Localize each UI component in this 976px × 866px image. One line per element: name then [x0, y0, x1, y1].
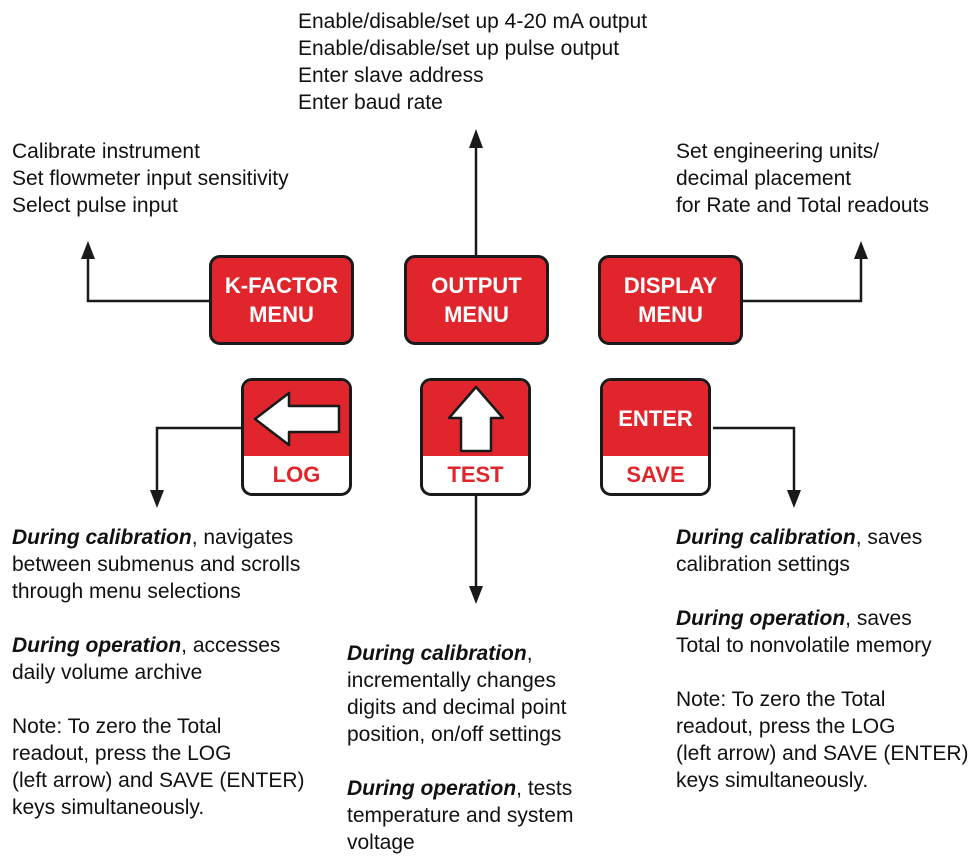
- test-description: During calibration, incrementally change…: [347, 640, 573, 856]
- key-label: DISPLAY: [623, 273, 718, 298]
- test-key[interactable]: TEST: [420, 378, 531, 496]
- note-line: Enter slave address: [298, 64, 484, 87]
- output-menu-notes: Enable/disable/set up 4-20 mA output Ena…: [298, 8, 647, 116]
- arrowhead-up: [81, 241, 95, 259]
- note-line: Select pulse input: [12, 194, 178, 217]
- note-line: Calibrate instrument: [12, 140, 200, 163]
- desc-text: ,: [526, 642, 533, 665]
- key-label: LOG: [272, 461, 321, 487]
- display-menu-key[interactable]: DISPLAY MENU: [598, 255, 743, 345]
- key-label: TEST: [447, 461, 504, 487]
- calibration-heading: During calibration: [676, 526, 856, 549]
- log-key[interactable]: LOG: [241, 378, 352, 496]
- key-label: ENTER: [618, 405, 693, 431]
- note-text: keys simultaneously.: [676, 769, 869, 792]
- note-text: readout, press the LOG: [12, 742, 232, 765]
- desc-text: temperature and system: [347, 804, 574, 827]
- arrowhead-up: [854, 241, 868, 259]
- operation-heading: During operation: [676, 607, 846, 630]
- desc-text: calibration settings: [676, 553, 850, 576]
- desc-text: daily volume archive: [12, 661, 203, 684]
- note-line: decimal placement: [676, 167, 852, 190]
- desc-text: , saves: [855, 526, 923, 549]
- note-line: for Rate and Total readouts: [676, 194, 929, 217]
- desc-text: voltage: [347, 831, 415, 854]
- desc-text: position, on/off settings: [347, 723, 562, 746]
- desc-text: , accesses: [181, 634, 281, 657]
- key-label: K-FACTOR: [224, 273, 339, 298]
- note-text: Note: To zero the Total: [676, 688, 886, 711]
- note-text: (left arrow) and SAVE (ENTER): [676, 742, 969, 765]
- note-line: Enable/disable/set up pulse output: [298, 37, 620, 60]
- desc-text: through menu selections: [12, 580, 241, 603]
- kfactor-notes: Calibrate instrument Set flowmeter input…: [12, 138, 289, 219]
- calibration-heading: During calibration: [12, 526, 192, 549]
- arrowhead-down: [150, 490, 164, 508]
- key-label: SAVE: [626, 461, 685, 487]
- up-arrow-icon: [447, 385, 504, 452]
- arrowhead-down: [787, 490, 801, 508]
- enter-description: During calibration, saves calibration se…: [676, 524, 969, 794]
- operation-heading: During operation: [12, 634, 182, 657]
- desc-text: , tests: [516, 777, 573, 800]
- desc-text: digits and decimal point: [347, 696, 567, 719]
- output-menu-key[interactable]: OUTPUT MENU: [404, 255, 549, 345]
- note-line: Set flowmeter input sensitivity: [12, 167, 289, 190]
- note-text: keys simultaneously.: [12, 796, 205, 819]
- key-label: OUTPUT: [431, 273, 522, 298]
- arrowhead-up: [469, 129, 483, 148]
- enter-key[interactable]: ENTER SAVE: [600, 378, 711, 496]
- key-label: MENU: [638, 302, 703, 327]
- operation-heading: During operation: [347, 777, 517, 800]
- left-arrow-icon: [253, 391, 340, 446]
- desc-text: , saves: [845, 607, 912, 630]
- arrowhead-down: [469, 586, 483, 604]
- log-description: During calibration, navigates between su…: [12, 524, 305, 821]
- note-line: Set engineering units/: [676, 140, 880, 163]
- calibration-heading: During calibration: [347, 642, 527, 665]
- desc-text: , navigates: [191, 526, 294, 549]
- desc-text: Total to nonvolatile memory: [676, 634, 932, 657]
- desc-text: between submenus and scrolls: [12, 553, 301, 576]
- key-label: MENU: [444, 302, 509, 327]
- note-line: Enter baud rate: [298, 91, 443, 114]
- note-text: (left arrow) and SAVE (ENTER): [12, 769, 305, 792]
- note-text: readout, press the LOG: [676, 715, 896, 738]
- note-text: Note: To zero the Total: [12, 715, 222, 738]
- display-notes: Set engineering units/ decimal placement…: [676, 138, 929, 219]
- key-label: MENU: [249, 302, 314, 327]
- desc-text: incrementally changes: [347, 669, 556, 692]
- kfactor-menu-key[interactable]: K-FACTOR MENU: [209, 255, 354, 345]
- note-line: Enable/disable/set up 4-20 mA output: [298, 10, 648, 33]
